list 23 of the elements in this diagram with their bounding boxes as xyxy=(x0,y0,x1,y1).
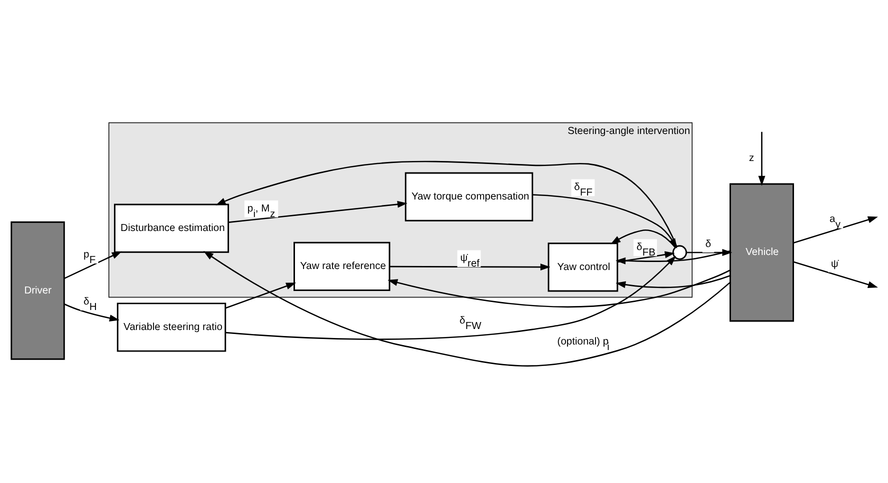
node-box: Yaw control xyxy=(548,242,618,292)
arrow xyxy=(617,251,675,263)
arrow xyxy=(793,216,878,244)
arrow xyxy=(610,230,676,248)
edge-label: z xyxy=(748,152,754,164)
edge-label: ψ̇ xyxy=(831,258,838,270)
arrow xyxy=(758,132,766,186)
arrow xyxy=(616,275,730,288)
arrow xyxy=(216,160,678,247)
node-box: Vehicle xyxy=(730,183,794,322)
node-circle xyxy=(672,245,688,260)
node-box: Disturbance estimation xyxy=(114,204,230,253)
node-box: Variable steering ratio xyxy=(116,302,226,352)
node-box: Yaw rate reference xyxy=(294,242,390,291)
arrow xyxy=(64,251,122,280)
arrow xyxy=(64,304,120,322)
arrow xyxy=(793,261,878,288)
arrow xyxy=(390,264,550,271)
arrow xyxy=(225,282,296,309)
node-box: Yaw torque compensation xyxy=(404,172,534,222)
edge-label: δ xyxy=(705,239,712,250)
node-box: Driver xyxy=(10,221,65,360)
arrow xyxy=(388,270,730,308)
